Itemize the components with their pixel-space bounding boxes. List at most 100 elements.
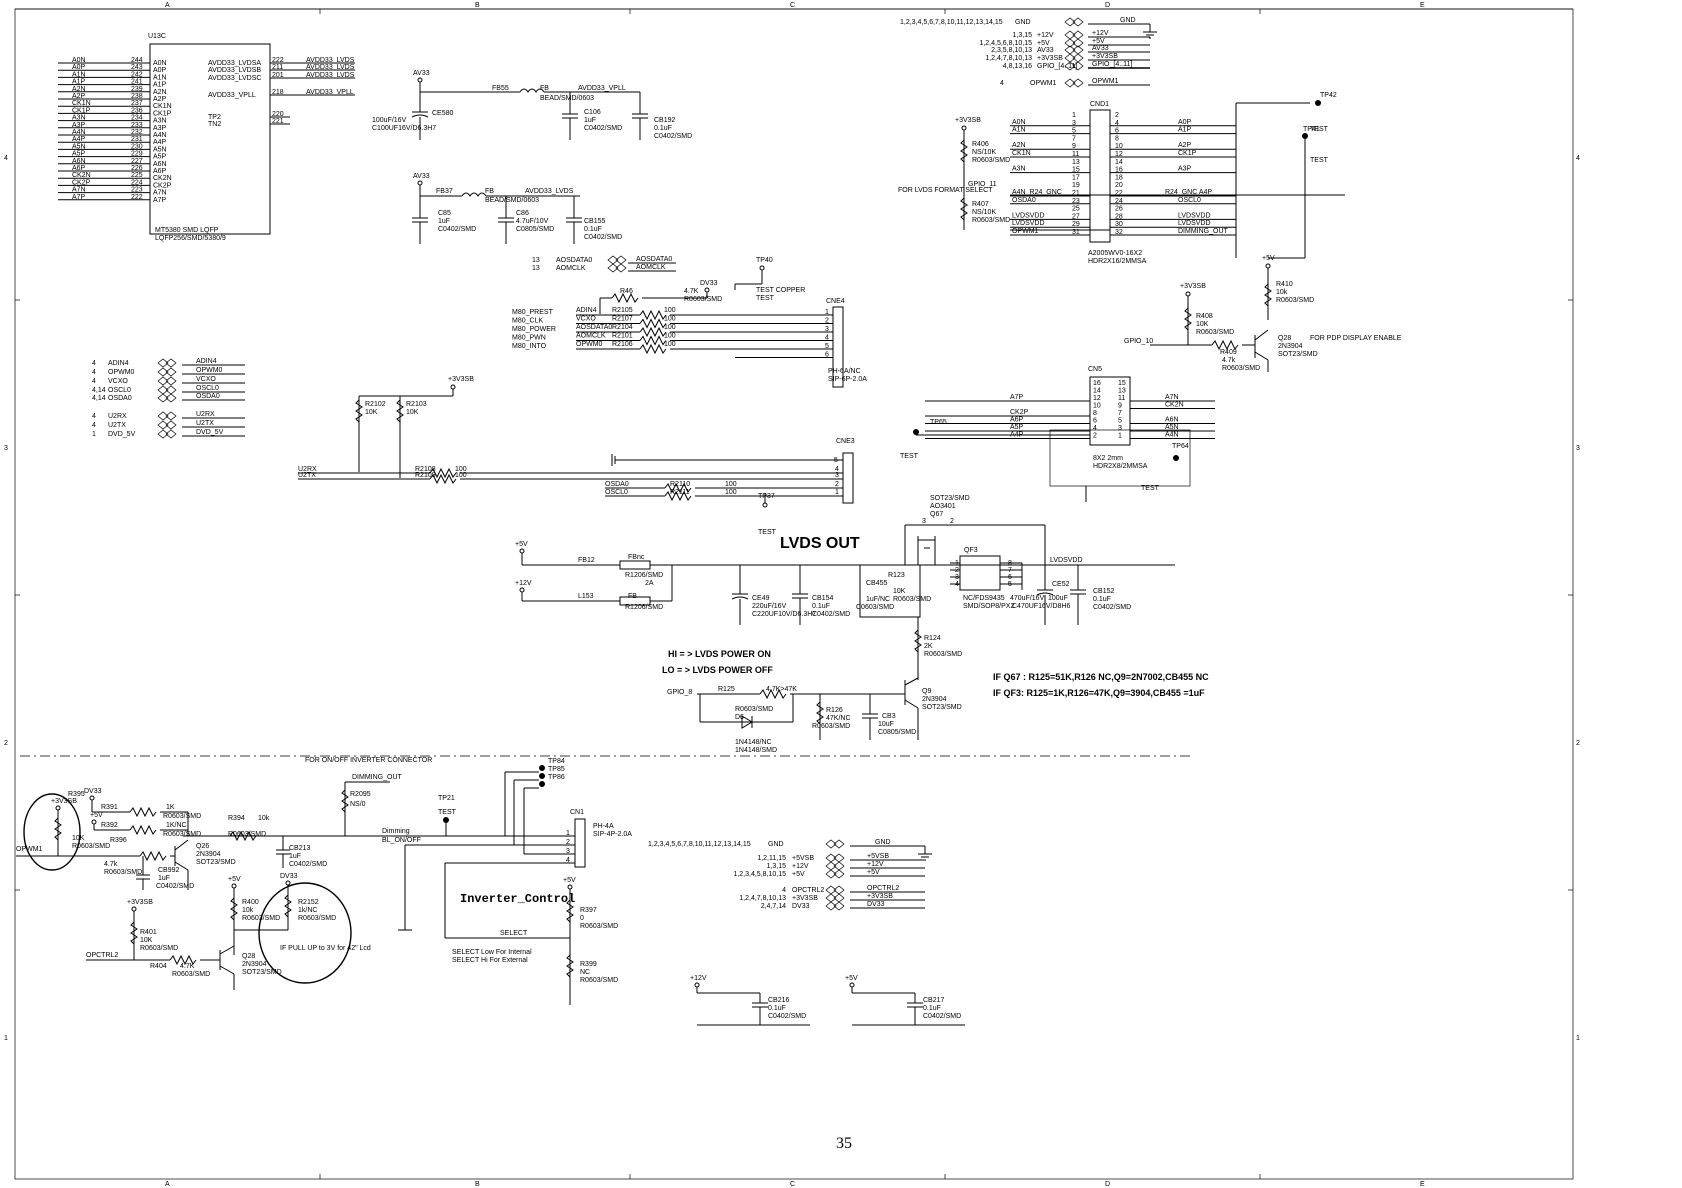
cb455-pkg: C0603/SMD [856,604,894,611]
qf3-pkg: SMD/SOP8/PX2 [963,603,1014,610]
q28a-pkg: SOT23/SMD [1278,351,1318,358]
u13c-left-pinname: CK2N [153,175,172,182]
u13c-right-pinnum: 221 [272,118,284,125]
q9-pkg: SOT23/SMD [922,704,962,711]
u13c-left-pinnum: 239 [131,86,143,93]
q28a-rail: +3V3SB [1180,283,1206,290]
gnd2-name: GND [768,841,784,848]
rail-3v3sb-r401: +3V3SB [127,899,153,906]
fb37-val: FB [485,188,494,195]
l153-ref: L153 [578,593,594,600]
cne4-resref: R2104 [612,324,633,331]
border-row-right: 1 [1576,1035,1580,1042]
q26-ref: Q26 [196,843,209,850]
tp85-ref: TP85 [548,766,565,773]
cn5-pkg: HDR2X8/2MMSA [1093,463,1148,470]
cnd1-left-pin: 27 [1072,213,1080,220]
cb154-val: 0.1uF [812,603,830,610]
bl-onoff-net: BL_ON/OFF [382,837,421,844]
r409-ref: R409 [1220,349,1237,356]
gnd2-pins: 1,2,3,4,5,8,10,15 [733,871,786,878]
qf3-pin-right: 8 [1008,560,1012,567]
cnd1-right-pin: 18 [1115,174,1123,181]
r400-val: 10k [242,907,254,914]
cne3-resref: R2110 [670,481,690,488]
cne3-pin: 3 [835,472,839,479]
aosd-num: 13 [532,257,540,264]
q67-pin3: 3 [922,518,926,525]
gnd2-pins: 1,3,15 [767,863,787,870]
border-col-bottom: D [1105,1181,1110,1188]
offpage-name: OSDA0 [108,395,132,402]
cn5-left-pin: 2 [1093,433,1097,440]
c85-pkg: C0402/SMD [438,226,476,233]
cne4-resval: 100 [664,341,676,348]
ce49-ref: CE49 [752,595,770,602]
cne4-block: DV33 R46 4.7K R0603/SMD TP40 TEST COPPER… [512,257,867,388]
cb192-ref: CB192 [654,117,676,124]
cnd1-right-pin: 6 [1115,128,1119,135]
r404-ref: R404 [150,963,167,970]
cn5-right-pin: 13 [1118,388,1126,395]
r399-ref: R399 [580,961,597,968]
r46-ref: R46 [620,288,633,295]
r410-ref: R410 [1276,281,1293,288]
cne4-connector [832,306,844,388]
offpage-arrow [1064,38,1084,48]
offpage-num: 4 [92,369,96,376]
cn5-left-pin: 10 [1093,403,1101,410]
cnd1-left-net: A0N [1012,119,1026,126]
aosd-net: AOSDATA0 [636,256,672,263]
cb154-ref: CB154 [812,595,834,602]
border-row-left: 1 [4,1035,8,1042]
border-col-top: E [1420,2,1425,9]
u13c-right-pinname: TP2 [208,114,221,121]
tp42-dot [1315,100,1321,106]
cne4-resval: 100 [664,324,676,331]
u13c-left-net: A6N [72,158,86,165]
r2152-highlight-circle [258,882,352,984]
r2102-ref: R2102 [365,401,386,408]
cne4-resref: R2105 [612,307,633,314]
cnd1-right-net: LVDSVDD [1178,220,1211,227]
u13c-right-pinname: AVDD33_VPLL [208,92,256,99]
gnd2-net: +3V3SB [867,893,893,900]
offpage-net: OSDA0 [196,393,220,400]
gnd2-net: +5V [867,869,880,876]
cnd1-left-net: OSDA0 [1012,197,1036,204]
cb192-val: 0.1uF [654,125,672,132]
tp21-dot [443,817,449,823]
cb152-val: 0.1uF [1093,596,1111,603]
cb152-ref: CB152 [1093,588,1115,595]
r410-pkg: R0603/SMD [1276,297,1314,304]
decap-ref: CB216 [768,997,790,1004]
r395-highlight-circle [23,793,81,871]
cnd1-right-net: A1P [1178,127,1192,134]
gnd2-name: +12V [792,863,809,870]
gnd-table-name: GPIO_[4..11] [1037,63,1077,70]
qf3-ref: QF3 [964,547,978,554]
cnd1-left-net: OPWM1 [1012,228,1039,235]
ce580-pkg: C100UF16V/D6.3H7 [372,125,436,132]
offpage-arrow [157,393,177,403]
decap-val: 0.1uF [768,1005,786,1012]
cn1-part: PH-4A [593,823,614,830]
r123-pkg: R0603/SMD [893,596,931,603]
cne4-pin: 4 [825,335,829,342]
cnd1-right-pin: 24 [1115,198,1123,205]
r124-val: 2K [924,643,933,650]
u13c-left-net: A7N [72,187,86,194]
cnd1-right-pin: 32 [1115,229,1123,236]
r399-val: NC [580,969,590,976]
gnd-table-net: +12V [1092,30,1109,37]
vpll-net: AVDD33_VPLL [578,85,626,92]
tp41-test: TEST [1310,126,1329,133]
r409-pkg: R0603/SMD [1222,365,1260,372]
fb55-pkg: BEAD/SMD/0603 [540,95,594,102]
fb55-ref: FB55 [492,85,509,92]
inverter-control-title: Inverter_Control [460,892,575,906]
offpage-num: 4 [92,422,96,429]
inverter-block: FOR ON/OFF INVERTER CONNECTOR DIMMING_OU… [16,757,632,1005]
u13c-left-pinnum: 229 [131,151,143,158]
